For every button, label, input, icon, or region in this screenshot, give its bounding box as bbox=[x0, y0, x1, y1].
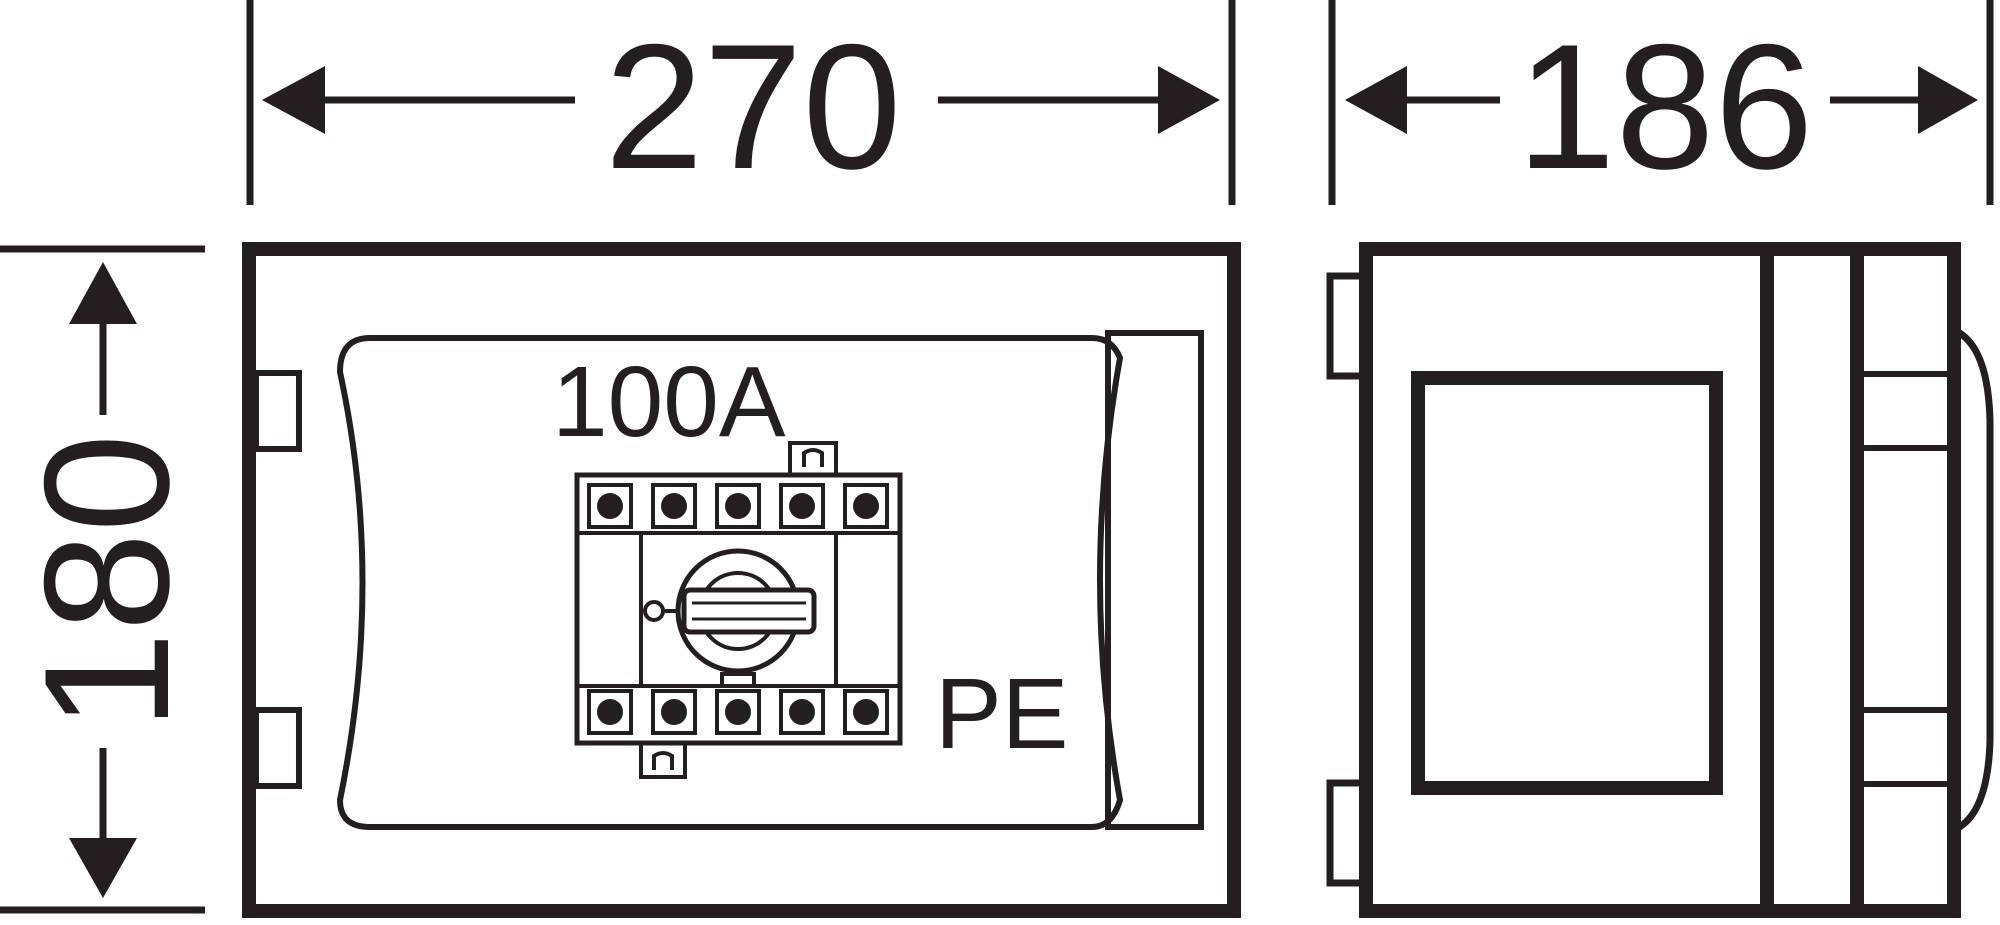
top-terminal bbox=[651, 483, 697, 529]
bottom-terminal bbox=[715, 689, 761, 735]
height-dimension-label: 180 bbox=[7, 434, 206, 731]
height-arrow-up-icon bbox=[69, 262, 137, 324]
side-hinge-top bbox=[1326, 272, 1372, 380]
bottom-terminal-screw bbox=[853, 699, 879, 725]
top-terminal-screw bbox=[661, 493, 687, 519]
front-latch-strip bbox=[1105, 330, 1204, 830]
side-hinge-bottom bbox=[1326, 779, 1372, 887]
rating-label: 100A bbox=[552, 346, 786, 458]
bottom-terminal bbox=[779, 689, 825, 735]
bottom-terminal bbox=[587, 689, 633, 735]
width-dimension: 270 bbox=[246, 0, 1236, 206]
bottom-terminal bbox=[651, 689, 697, 735]
depth-dimension-label: 186 bbox=[1517, 7, 1814, 206]
side-window bbox=[1411, 371, 1723, 795]
side-lid-bulge bbox=[1952, 326, 1994, 834]
front-enclosure-outline bbox=[242, 242, 1241, 918]
top-terminal bbox=[715, 483, 761, 529]
top-terminal-screw bbox=[853, 493, 879, 519]
bottom-mounting-clip bbox=[639, 743, 687, 779]
front-hinge-bottom bbox=[253, 707, 302, 789]
height-dimension: 180 bbox=[0, 245, 206, 914]
rotary-handle-icon bbox=[643, 548, 817, 674]
side-view bbox=[1326, 242, 1994, 918]
bottom-terminal-screw bbox=[661, 699, 687, 725]
width-arrow-right-icon bbox=[1158, 66, 1220, 134]
depth-arrow-left-icon bbox=[1345, 66, 1407, 134]
bottom-terminal-screw bbox=[789, 699, 815, 725]
bottom-terminal-screw bbox=[597, 699, 623, 725]
front-lid-outline bbox=[336, 335, 1124, 830]
bottom-terminal-row bbox=[577, 684, 900, 735]
width-dimension-label: 270 bbox=[605, 7, 902, 206]
depth-dimension: 186 bbox=[1328, 0, 1994, 206]
switch-disconnector bbox=[574, 441, 903, 779]
bottom-terminal-screw bbox=[725, 699, 751, 725]
handle-indicator-dot bbox=[643, 600, 665, 622]
side-enclosure-outline bbox=[1359, 242, 1961, 918]
top-terminal-screw bbox=[789, 493, 815, 519]
top-terminal bbox=[843, 483, 889, 529]
front-view: 100A PE bbox=[242, 242, 1241, 918]
bottom-terminal bbox=[843, 689, 889, 735]
top-terminal-screw bbox=[725, 493, 751, 519]
top-mounting-clip bbox=[788, 441, 838, 475]
handle-lever bbox=[681, 587, 817, 635]
top-terminal bbox=[779, 483, 825, 529]
front-hinge-top bbox=[253, 370, 302, 452]
top-terminal-row bbox=[577, 483, 900, 535]
top-terminal-screw bbox=[597, 493, 623, 519]
center-tab bbox=[720, 672, 756, 688]
depth-arrow-right-icon bbox=[1918, 66, 1978, 134]
width-arrow-left-icon bbox=[262, 66, 325, 134]
switch-body bbox=[574, 472, 903, 746]
height-arrow-down-icon bbox=[69, 838, 137, 898]
top-terminal bbox=[587, 483, 633, 529]
earth-label: PE bbox=[935, 658, 1068, 770]
